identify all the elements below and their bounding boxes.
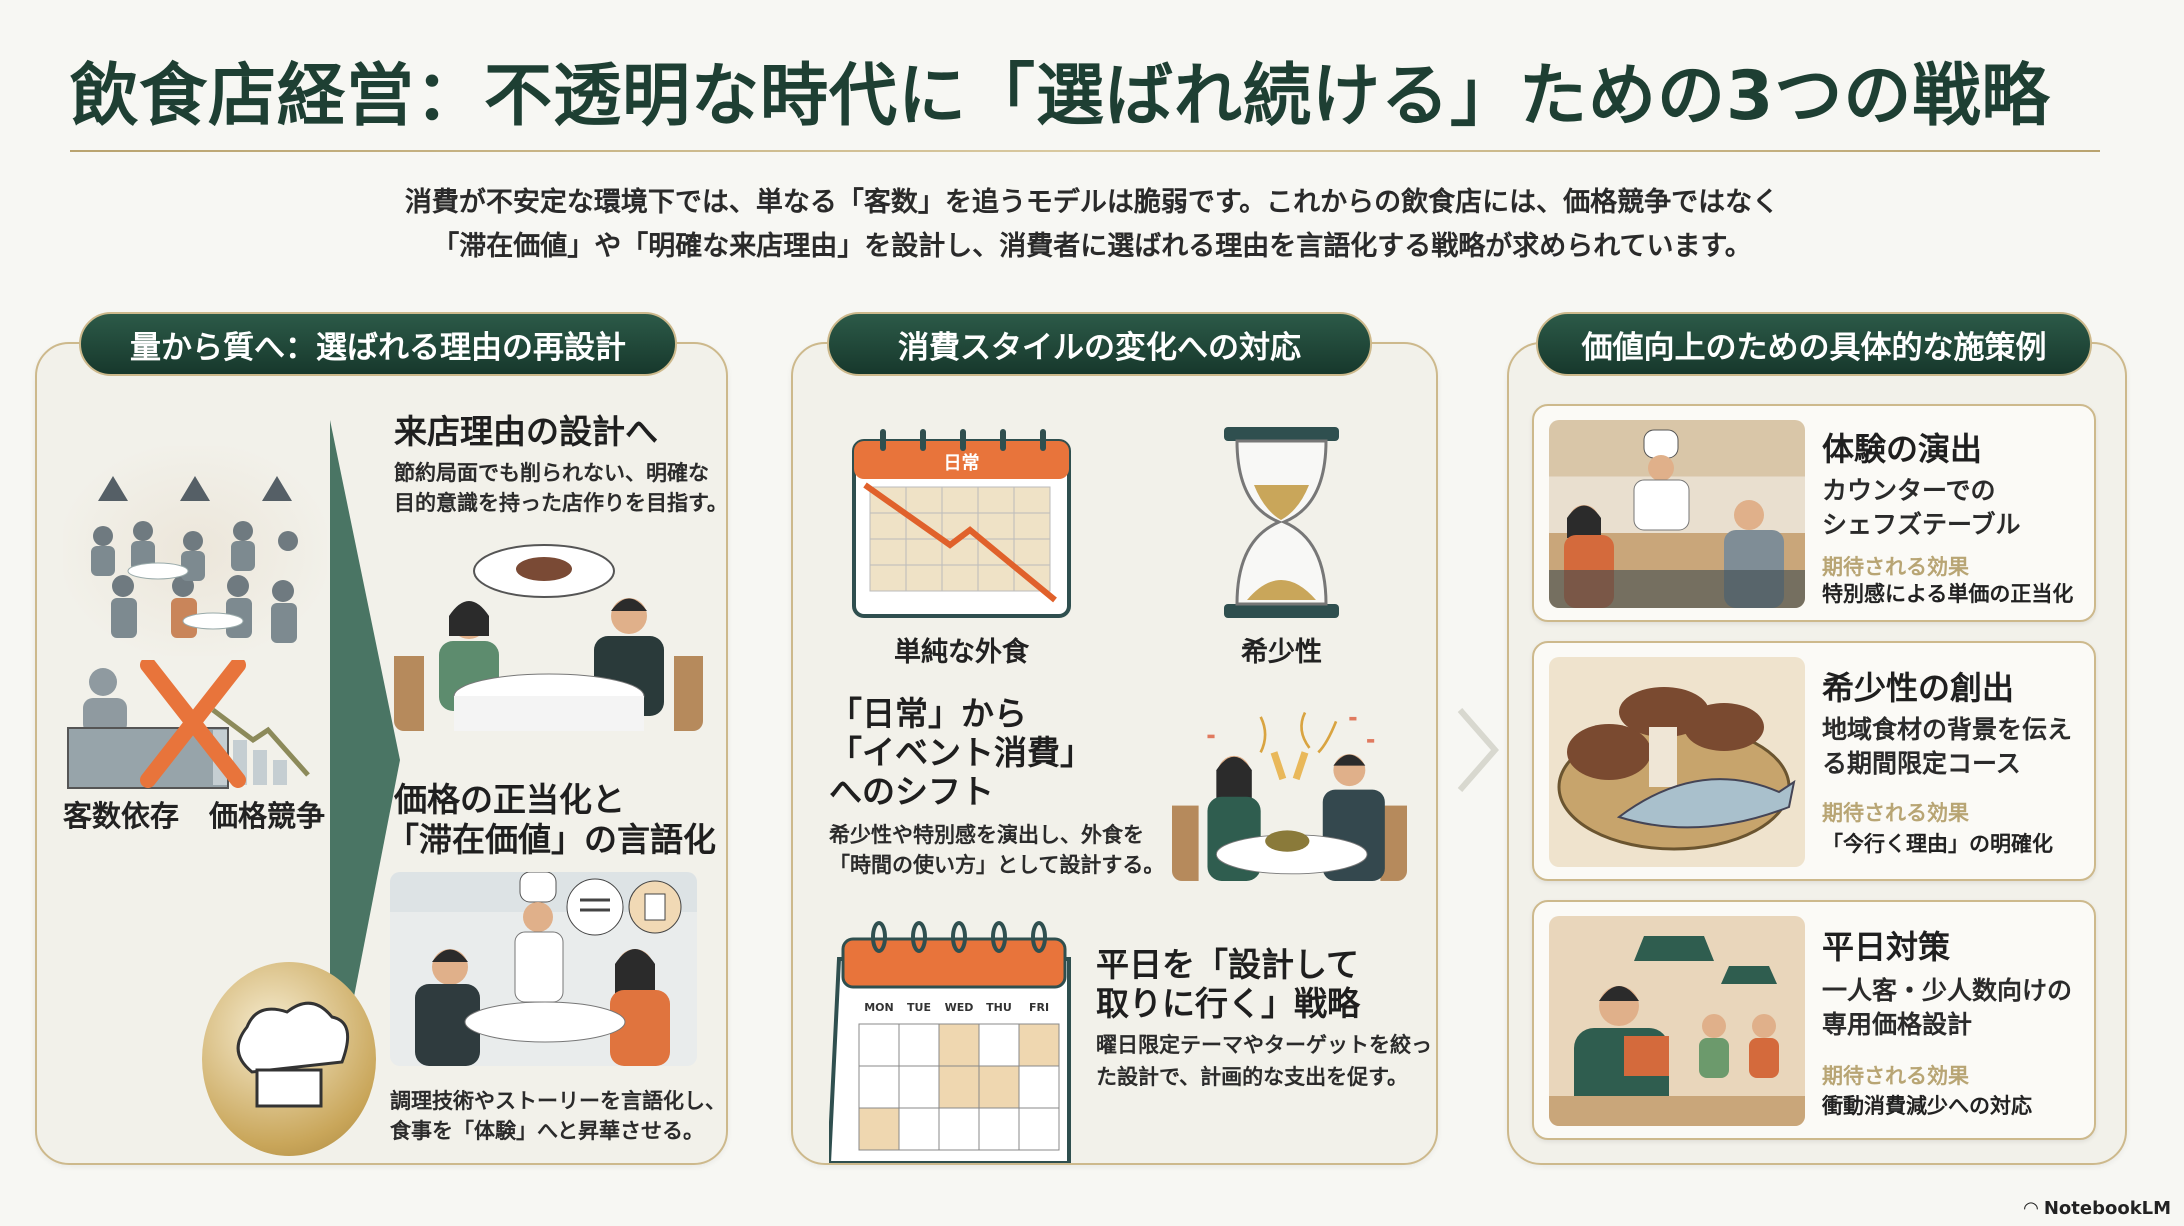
intro-line-2: 「滞在価値」や「明確な来店理由」を設計し、消費者に選ばれる理由を言語化する戦略が… (432, 231, 1752, 262)
hourglass-icon (1219, 425, 1344, 620)
section-title-visit-reason: 来店理由の設計へ (394, 412, 658, 451)
rejected-model-illustration (63, 660, 327, 790)
section-body-line: 「時間の使い方」として設計する。 (829, 853, 1165, 877)
card-body-line: シェフズテーブル (1822, 510, 2021, 539)
notebooklm-icon: ◠ (2024, 1198, 2038, 1219)
panel-header-quality: 量から質へ：選ばれる理由の再設計 (79, 312, 677, 376)
seasonal-ingredients-illustration (1549, 657, 1805, 867)
section-body-line: た設計で、計画的な支出を促す。 (1096, 1065, 1409, 1089)
calendar-label: 日常 (943, 453, 980, 474)
section-title-weekday-strategy: 平日を「設計して (1096, 945, 1360, 984)
chef-hat-medallion-icon (202, 962, 376, 1156)
label-scarcity: 希少性 (1241, 637, 1322, 668)
measure-card-scarcity: 希少性の創出 地域食材の背景を伝え る期間限定コース 期待される効果 「今行く理… (1532, 641, 2096, 881)
weekday-label: MON (864, 1001, 894, 1014)
card-title: 希少性の創出 (1822, 669, 2015, 707)
section-body-line: 食事を「体験」へと昇華させる。 (390, 1119, 704, 1143)
weekday-label: WED (944, 1001, 974, 1014)
card-effect-label: 期待される効果 (1822, 801, 1969, 825)
section-body-line: 目的意識を持った店作りを目指す。 (394, 491, 728, 515)
panel-header-measures: 価値向上のための具体的な施策例 (1536, 312, 2092, 376)
green-arrow-icon (330, 420, 400, 1120)
section-title-price-justification: 価格の正当化と (394, 780, 625, 819)
card-effect: 「今行く理由」の明確化 (1822, 832, 2053, 856)
card-body-line: 一人客・少人数向けの (1822, 976, 2073, 1005)
section-body-line: 曜日限定テーマやターゲットを絞っ (1096, 1033, 1432, 1057)
card-body-line: カウンターでの (1822, 476, 1996, 505)
section-title-event-shift-3: へのシフト (829, 772, 994, 811)
card-body-line: 専用価格設計 (1822, 1010, 1973, 1039)
panel-header-consumption-style: 消費スタイルの変化への対応 (827, 312, 1372, 376)
section-title-event-shift: 「日常」から (829, 694, 1027, 733)
chef-storytelling-illustration (390, 872, 697, 1066)
crowded-restaurant-illustration (63, 446, 327, 656)
card-effect: 特別感による単価の正当化 (1822, 582, 2074, 606)
weekday-label: FRI (1028, 1001, 1050, 1014)
notebooklm-logo: ◠ NotebookLM (2024, 1198, 2171, 1219)
card-body-line: る期間限定コース (1822, 749, 2021, 778)
section-body-line: 調理技術やストーリーを言語化し、 (390, 1089, 726, 1113)
section-title-event-shift-2: 「イベント消費」 (829, 733, 1093, 772)
section-body-line: 節約局面でも削られない、明確な (394, 461, 709, 485)
celebration-toast-illustration (1172, 708, 1407, 881)
section-title-price-justification-2: 「滞在価値」の言語化 (386, 820, 716, 859)
weekday-label: TUE (907, 1001, 931, 1014)
card-effect-label: 期待される効果 (1822, 1064, 1969, 1088)
chef-counter-illustration (1549, 420, 1805, 608)
card-title: 体験の演出 (1822, 430, 1983, 468)
daily-calendar-icon: 日常 (850, 425, 1073, 620)
measure-card-weekday: 平日対策 一人客・少人数向けの 専用価格設計 期待される効果 衝動消費減少への対… (1532, 900, 2096, 1140)
title-divider (70, 150, 2100, 152)
weekday-label: THU (986, 1001, 1012, 1014)
label-customer-dependence: 客数依存 (63, 799, 180, 833)
intro-line-1: 消費が不安定な環境下では、単なる「客数」を追うモデルは脆弱です。これからの飲食店… (404, 187, 1780, 218)
branding-text: NotebookLM (2043, 1198, 2172, 1219)
couple-dining-illustration (394, 536, 703, 731)
weekday-calendar-icon: MON TUE WED THU FRI (829, 919, 1080, 1163)
card-effect: 衝動消費減少への対応 (1822, 1094, 2032, 1118)
page-title: 飲食店経営：不透明な時代に「選ばれ続ける」ための3つの戦略 (70, 57, 2051, 136)
solo-diner-illustration (1549, 916, 1805, 1126)
label-price-competition: 価格競争 (209, 799, 326, 833)
card-effect-label: 期待される効果 (1822, 555, 1969, 579)
card-body-line: 地域食材の背景を伝え (1822, 715, 2073, 744)
chevron-right-icon (1440, 700, 1510, 800)
section-title-weekday-strategy-2: 取りに行く」戦略 (1096, 984, 1360, 1023)
label-simple-dining: 単純な外食 (894, 637, 1029, 668)
measure-card-experience: 体験の演出 カウンターでの シェフズテーブル 期待される効果 特別感による単価の… (1532, 404, 2096, 622)
card-title: 平日対策 (1822, 928, 1951, 966)
section-body-line: 希少性や特別感を演出し、外食を (829, 823, 1144, 847)
